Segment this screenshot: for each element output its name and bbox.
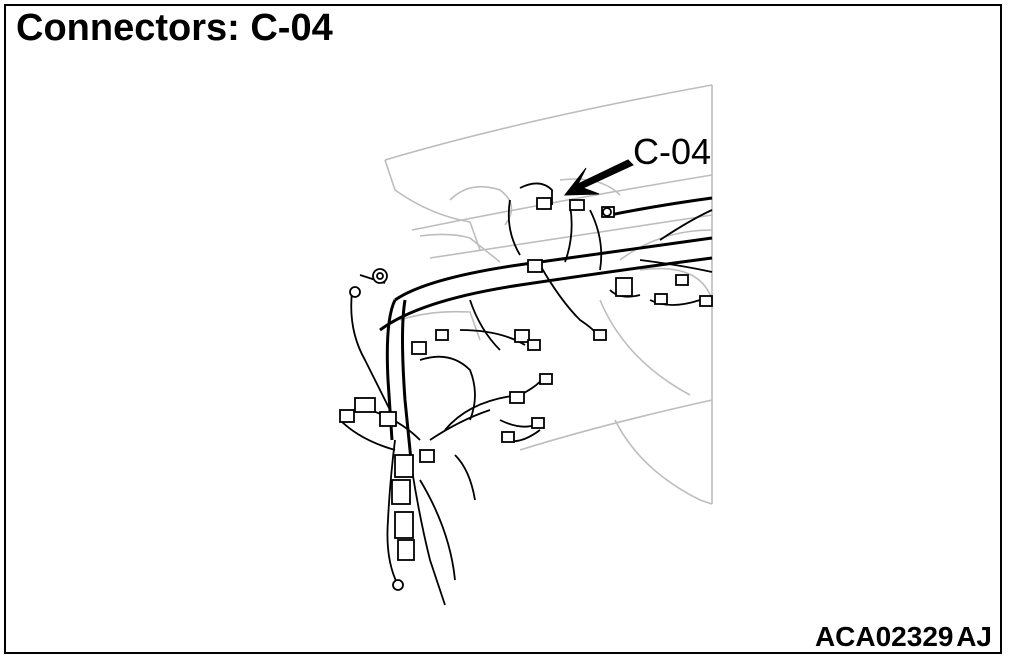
dashboard-outline <box>384 84 713 505</box>
figure-code: ACA02329 AJ <box>814 621 992 652</box>
connector-blocks <box>339 197 713 561</box>
diagram-frame <box>4 4 1002 654</box>
callout-arrow <box>563 159 634 196</box>
page-title: Connectors: C-04 <box>16 7 333 49</box>
connector-c-04 <box>536 197 552 210</box>
callout-label: C-04 <box>633 131 712 172</box>
ground-terminals <box>349 207 612 591</box>
